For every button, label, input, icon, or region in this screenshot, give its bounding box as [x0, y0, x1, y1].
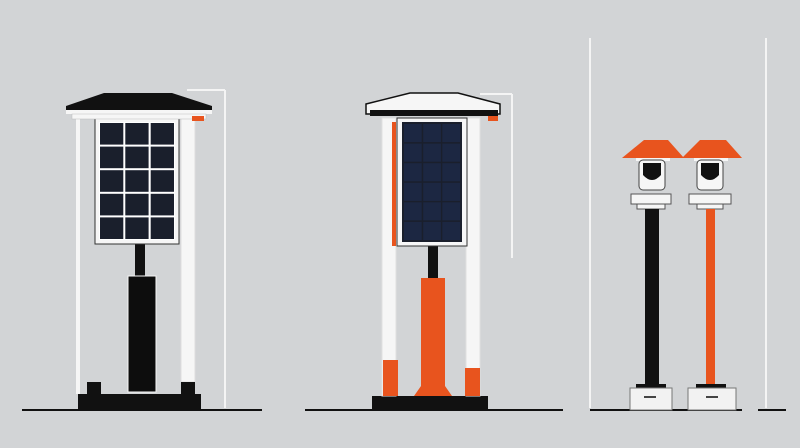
lamp-base-cap-black	[636, 384, 666, 388]
solar-cell	[404, 202, 422, 221]
solar-cell	[442, 124, 460, 143]
base-plinth-left	[78, 394, 201, 410]
post-right-middle	[465, 117, 481, 397]
roof-trim-left	[66, 110, 212, 114]
base-plinth-middle	[372, 396, 488, 410]
lamp-collar-black	[630, 193, 672, 205]
solar-cell	[404, 182, 422, 201]
lamp-hood-orange	[682, 140, 742, 158]
column-left	[127, 275, 157, 393]
lamp-base-black	[629, 387, 673, 411]
solar-cell	[100, 193, 124, 216]
solar-cell	[150, 217, 174, 239]
solar-cell	[150, 146, 174, 169]
solar-cell	[442, 182, 460, 201]
foot-left	[87, 382, 101, 394]
lamp-bulb-black	[643, 163, 661, 180]
solar-cell	[100, 217, 124, 239]
beam-left	[71, 113, 207, 120]
solar-cell	[125, 217, 149, 239]
foot-right-middle	[465, 368, 480, 396]
solar-kiosk-middle	[305, 92, 563, 411]
solar-cell	[423, 124, 441, 143]
lamp-hood-black	[622, 140, 684, 158]
solar-cell	[423, 221, 441, 240]
lamp-base-slot-orange	[706, 396, 718, 398]
lamp-ring-orange	[696, 203, 724, 210]
side-post-right	[180, 117, 196, 383]
orange-accent-left	[192, 116, 204, 121]
solar-cell	[423, 202, 441, 221]
solar-kiosk-left	[22, 89, 262, 411]
solar-cells-middle	[404, 124, 460, 240]
solar-cell	[150, 123, 174, 145]
solar-cell	[125, 170, 149, 192]
solar-cell	[150, 193, 174, 216]
pole-middle	[428, 246, 438, 280]
garden-lamp-black	[622, 140, 684, 411]
solar-cell	[100, 170, 124, 192]
solar-cell	[100, 123, 124, 145]
garden-lamps-right	[589, 38, 786, 411]
foot-left-middle	[383, 360, 398, 396]
lamp-base-slot-black	[644, 396, 656, 398]
solar-cell	[442, 143, 460, 162]
solar-cell	[442, 202, 460, 221]
solar-cell	[442, 221, 460, 240]
lamp-base-orange	[687, 387, 737, 411]
garden-lamp-orange	[682, 140, 742, 411]
foot-right	[181, 382, 195, 394]
lamp-pole-black	[645, 209, 659, 386]
roof-band-middle	[370, 110, 498, 116]
side-post-left	[76, 118, 80, 394]
orange-stripe-left-middle	[392, 122, 396, 246]
solar-cell	[404, 163, 422, 182]
solar-cell	[125, 193, 149, 216]
pole-left	[135, 244, 145, 278]
column-middle	[414, 278, 452, 396]
solar-cell	[423, 143, 441, 162]
solar-cell	[442, 163, 460, 182]
solar-cell	[404, 143, 422, 162]
solar-cells-left	[100, 123, 174, 239]
solar-cell	[150, 170, 174, 192]
roof-left	[66, 93, 212, 112]
orange-accent-middle	[488, 116, 498, 121]
solar-cell	[404, 124, 422, 143]
lamp-pole-orange	[706, 209, 715, 386]
lamp-collar-orange	[688, 193, 732, 205]
solar-cell	[125, 123, 149, 145]
roof-middle	[365, 92, 501, 115]
solar-cell	[404, 221, 422, 240]
solar-cell	[125, 146, 149, 169]
solar-cell	[423, 163, 441, 182]
solar-cell	[100, 146, 124, 169]
solar-cell	[423, 182, 441, 201]
lamp-ring-black	[636, 203, 666, 210]
lamp-base-cap-orange	[696, 384, 726, 388]
lamp-bulb-orange	[701, 163, 719, 180]
